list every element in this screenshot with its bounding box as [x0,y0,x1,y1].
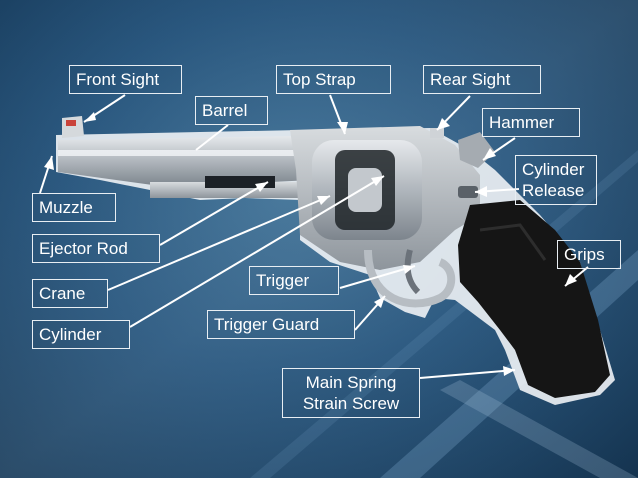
pointer-ejector-rod [159,181,269,246]
pointer-crane-head [317,196,330,205]
label-muzzle: Muzzle [32,193,116,222]
label-rear-sight: Rear Sight [423,65,541,94]
pointer-rear-sight-head [437,118,450,130]
pointer-grips-head [565,274,577,286]
pointer-main-spring-head [503,366,515,376]
pointer-cylinder-release-head [475,186,487,197]
label-trigger-guard: Trigger Guard [207,310,355,339]
pointer-muzzle-head [44,156,54,170]
revolver-image [56,116,615,405]
pointer-cylinder-head [371,176,384,186]
pointer-trigger-guard-head [374,296,385,308]
pointer-lines [39,94,589,379]
pointer-front-sight-head [84,112,96,122]
label-trigger: Trigger [249,266,339,295]
label-top-strap: Top Strap [276,65,391,94]
pointer-trigger [339,265,416,289]
label-hammer: Hammer [482,108,580,137]
pointer-crane [107,195,331,291]
label-main-spring-strain-screw: Main Spring Strain Screw [282,368,420,418]
label-cylinder: Cylinder [32,320,130,349]
pointer-main-spring [419,369,516,379]
pointer-trigger-head [403,265,415,274]
pointer-top-strap-head [337,122,348,134]
label-crane: Crane [32,279,108,308]
label-ejector-rod: Ejector Rod [32,234,160,263]
label-cylinder-release: Cylinder Release [515,155,597,205]
pointer-cylinder [129,175,385,328]
label-barrel: Barrel [195,96,268,125]
label-front-sight: Front Sight [69,65,182,94]
pointer-barrel [195,124,229,151]
label-grips: Grips [557,240,621,269]
pointer-hammer-head [483,148,496,160]
pointer-ejector-rod-head [255,182,268,192]
